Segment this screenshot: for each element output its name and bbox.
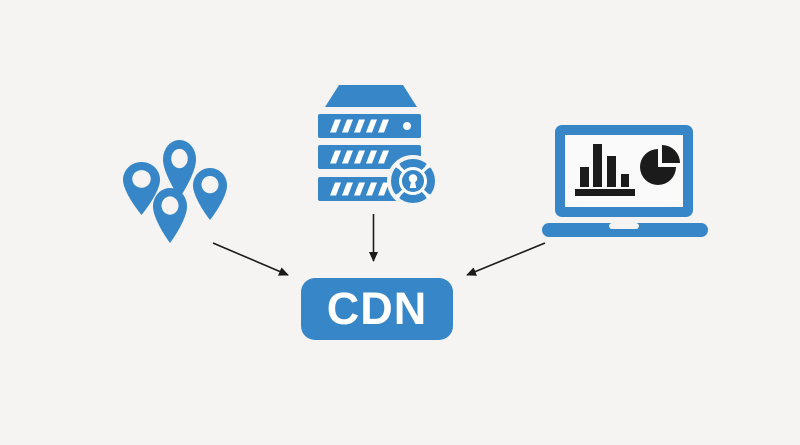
badge-spokes (397, 165, 429, 197)
server-vents (330, 119, 411, 133)
pie-chart-icon (640, 145, 680, 185)
cdn-label: CDN (326, 282, 428, 334)
arrow-pins-to-cdn (212, 242, 289, 276)
laptop-base (542, 223, 708, 237)
arrow-laptop-to-cdn (466, 242, 546, 276)
security-lock-badge-icon (387, 155, 439, 207)
cdn-node: CDN (301, 278, 453, 340)
map-pins-icon (123, 140, 228, 244)
arrows-layer (212, 214, 546, 276)
laptop-base-notch (609, 223, 639, 229)
badge-spoke-knobs (395, 163, 431, 199)
map-pin (193, 168, 228, 220)
secure-server-icon (318, 85, 439, 207)
map-pin (163, 140, 196, 198)
server-top (325, 85, 417, 107)
server-vents (330, 150, 389, 164)
map-pin (153, 188, 188, 244)
bar-chart-icon (575, 144, 635, 196)
laptop-analytics-icon (542, 125, 708, 237)
keyhole-icon (408, 174, 418, 188)
map-pin (123, 162, 161, 215)
server-vents (330, 182, 389, 196)
